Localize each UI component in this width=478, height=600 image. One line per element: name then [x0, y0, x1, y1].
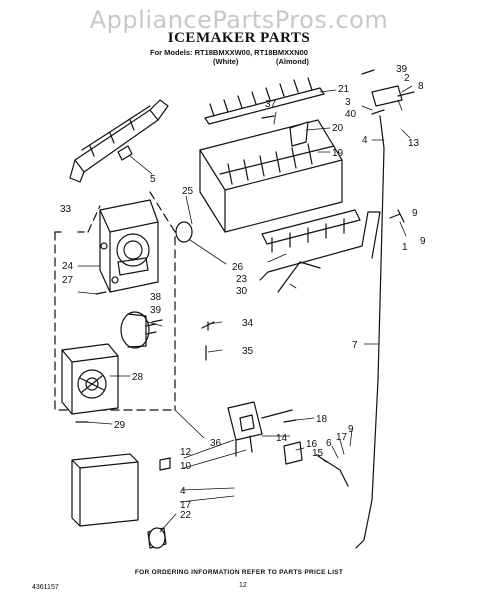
callout-37: 38	[150, 292, 162, 303]
page-number: 12	[239, 582, 247, 589]
callout-38: 39	[150, 305, 162, 316]
document-number: 4361157	[32, 584, 59, 591]
inlet-fitting-part	[361, 69, 415, 115]
ice-mold-part	[199, 119, 343, 233]
screw-19-part	[283, 419, 297, 423]
grommet-part	[159, 457, 171, 471]
callout-25: 24	[62, 261, 74, 272]
water-line-part	[355, 115, 385, 549]
heater-part	[259, 209, 381, 293]
front-cover-part	[71, 453, 139, 527]
page-title: ICEMAKER PARTS	[167, 30, 311, 46]
callout-9-upper: 9	[412, 208, 418, 219]
finish-white: (White)	[213, 57, 239, 66]
bracket-33-part	[201, 321, 215, 331]
callout-24: 23	[236, 274, 248, 285]
callout-2: 2	[404, 73, 410, 84]
callout-34: 35	[242, 346, 254, 357]
callout-9-right: 9	[420, 236, 426, 247]
callout-32: 33	[60, 204, 72, 215]
callout-28: 27	[62, 275, 74, 286]
screw-36-part	[261, 115, 275, 119]
callout-36: 37	[265, 99, 277, 110]
callout-18: 17	[180, 500, 192, 511]
callout-22: 20	[332, 123, 344, 134]
callout-26: 25	[182, 186, 194, 197]
tube-part	[317, 455, 349, 487]
water-valve-part	[227, 401, 293, 457]
callout-10: 10	[180, 461, 192, 472]
callout-27: 26	[232, 262, 244, 273]
callout-35: 36	[210, 438, 222, 449]
tube-clip-part	[117, 145, 133, 161]
ordering-note: FOR ORDERING INFORMATION REFER TO PARTS …	[134, 569, 344, 576]
clip-9-part	[389, 209, 405, 223]
callout-23: 21	[338, 84, 350, 95]
callout-labels: 21 37 20 19 3 40 4 39 2 8 13 5 33 25 26 …	[60, 64, 426, 521]
callout-8: 8	[418, 81, 424, 92]
callout-7: 7	[352, 340, 358, 351]
callout-14: 14	[276, 433, 288, 444]
callout-40: 40	[345, 109, 357, 120]
callout-4-bottom: 4	[180, 486, 186, 497]
finish-almond: (Almond)	[276, 57, 309, 66]
fitting-part	[175, 221, 193, 243]
callout-19: 18	[316, 414, 328, 425]
callout-16: 17	[336, 432, 348, 443]
callout-15: 15	[312, 448, 324, 459]
callout-3: 3	[345, 97, 351, 108]
icemaker-head-housing-part	[99, 199, 159, 293]
callout-13: 13	[408, 138, 420, 149]
callout-9-lower: 9	[348, 424, 354, 435]
watermark: AppliancePartsPros.com	[89, 6, 389, 34]
callout-4-top: 4	[362, 135, 368, 146]
callout-1: 1	[402, 242, 408, 253]
callout-6: 6	[326, 438, 332, 449]
motor-part	[120, 311, 157, 349]
callout-17: 16	[306, 439, 318, 450]
valve-fitting-part	[283, 441, 303, 465]
callout-29: 28	[132, 372, 144, 383]
assembly-outline	[54, 231, 176, 411]
callout-30: 29	[114, 420, 126, 431]
ejector-part	[204, 77, 325, 125]
callout-20: 19	[332, 148, 344, 159]
callout-31: 30	[236, 286, 248, 297]
models-line: For Models: RT18BMXXW00, RT18BMXXN00	[150, 48, 308, 57]
mold-plate-part	[61, 343, 119, 415]
callout-5: 5	[150, 174, 156, 185]
fill-tube-part	[69, 99, 169, 183]
callout-39: 39	[396, 64, 408, 75]
callout-21: 22	[180, 510, 192, 521]
callout-12: 12	[180, 447, 192, 458]
callout-33: 34	[242, 318, 254, 329]
screw-38-part	[151, 319, 163, 323]
thermostat-part	[289, 121, 309, 147]
